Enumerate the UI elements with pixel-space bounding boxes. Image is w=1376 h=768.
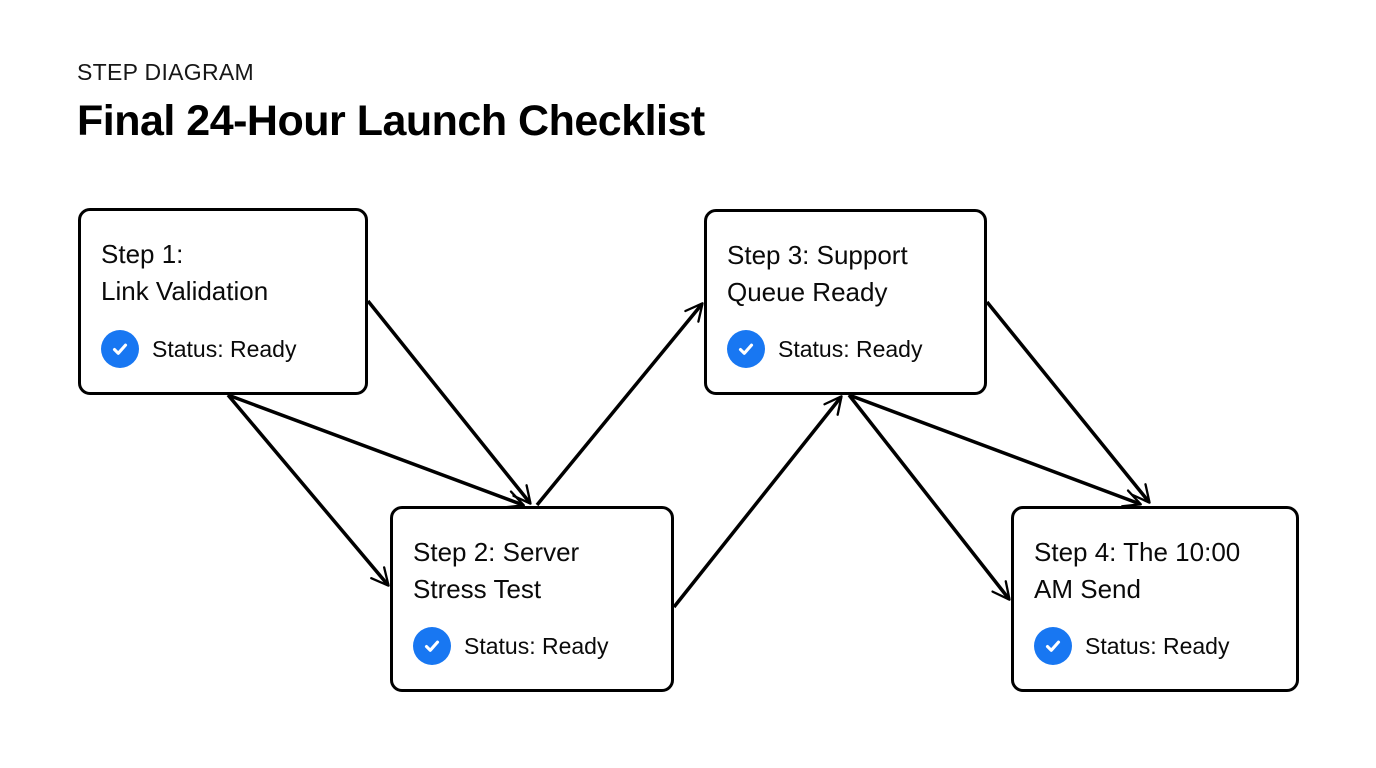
status-label: Status: Ready: [464, 632, 609, 659]
edge-step3-to-step4: [847, 393, 1011, 601]
page-title: Final 24-Hour Launch Checklist: [77, 97, 705, 145]
edge-step3-to-step4: [985, 300, 1151, 504]
status-label: Status: Ready: [152, 335, 297, 362]
status-label: Status: Ready: [778, 335, 923, 362]
status-row: Status: Ready: [413, 627, 653, 665]
node-title: Step 1: Link Validation: [101, 239, 269, 306]
node-title: Step 4: The 10:00 AM Send: [1034, 537, 1241, 604]
node-step1: Step 1: Link Validation Status: Ready: [78, 208, 368, 395]
node-step3: Step 3: Support Queue Ready Status: Read…: [704, 209, 987, 395]
check-circle-icon: [413, 627, 451, 665]
edge-step1-to-step2: [227, 393, 525, 509]
edge-step1-to-step2: [366, 299, 532, 505]
edge-step1-to-step2: [226, 393, 390, 587]
node-step2: Step 2: Server Stress Test Status: Ready: [390, 506, 674, 692]
check-circle-icon: [101, 330, 139, 368]
node-title: Step 2: Server Stress Test: [413, 537, 580, 604]
node-title: Step 3: Support Queue Ready: [727, 240, 908, 307]
status-row: Status: Ready: [1034, 627, 1278, 665]
node-step4: Step 4: The 10:00 AM Send Status: Ready: [1011, 506, 1299, 692]
status-row: Status: Ready: [727, 330, 966, 368]
edge-step2-to-step3: [672, 395, 843, 609]
status-row: Status: Ready: [101, 330, 347, 368]
check-circle-icon: [1034, 627, 1072, 665]
status-label: Status: Ready: [1085, 632, 1230, 659]
eyebrow-label: STEP DIAGRAM: [77, 59, 254, 85]
edge-step2-to-step3: [535, 302, 704, 507]
check-circle-icon: [727, 330, 765, 368]
edge-step3-to-step4: [848, 393, 1142, 508]
